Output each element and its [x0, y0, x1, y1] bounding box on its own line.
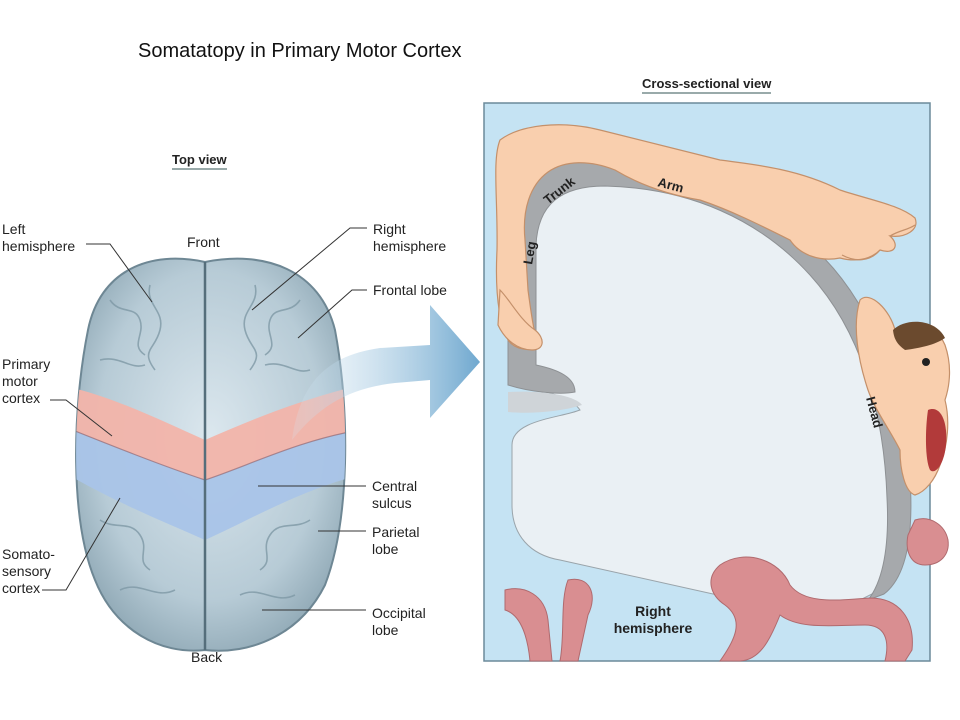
slide-title: Somatatopy in Primary Motor Cortex: [138, 40, 462, 62]
label-primary-motor-cortex: Primary motor cortex: [2, 356, 51, 406]
label-leg: Leg: [520, 240, 539, 265]
face-illustration: [855, 296, 951, 496]
label-right-hemisphere-cross: Right hemisphere: [613, 603, 693, 636]
top-view-brain: [75, 257, 347, 652]
motor-cortex-band: [76, 385, 346, 480]
label-front: Front: [187, 234, 220, 250]
label-somatosensory-cortex: Somato- sensory cortex: [2, 546, 55, 596]
label-occipital-lobe: Occipital lobe: [372, 605, 426, 638]
leader-lines-top: [42, 227, 367, 611]
label-central-sulcus: Central sulcus: [372, 478, 418, 511]
top-view-heading: Top view: [172, 152, 227, 170]
label-arm: Arm: [656, 174, 685, 195]
foot-illustration: [497, 288, 543, 351]
cross-section-heading: Cross-sectional view: [642, 76, 772, 94]
subcortical-structures: [504, 518, 949, 662]
label-frontal-lobe: Frontal lobe: [373, 282, 447, 298]
label-back: Back: [191, 649, 223, 665]
label-left-hemisphere: Left hemisphere: [2, 221, 76, 254]
mouth: [925, 409, 947, 472]
sensory-cortex-band: [76, 425, 346, 540]
zoom-arrow: [292, 305, 480, 440]
label-parietal-lobe: Parietal lobe: [372, 524, 420, 557]
label-right-hemisphere: Right hemisphere: [373, 221, 447, 254]
